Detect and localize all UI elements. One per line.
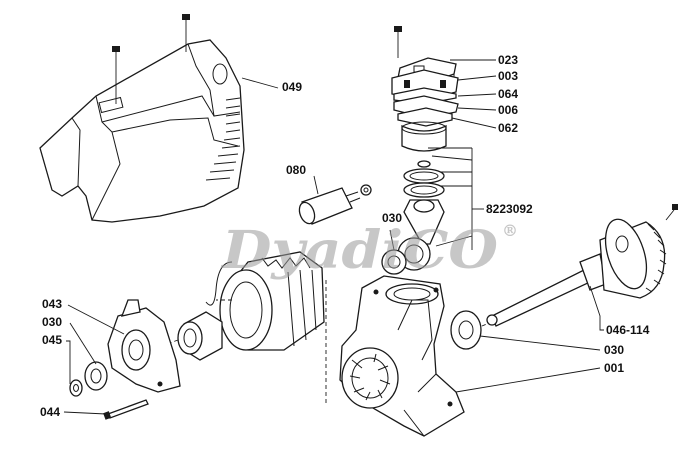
label-049: 049 [282, 80, 302, 94]
leader-001 [455, 367, 601, 393]
label-006: 006 [498, 103, 518, 117]
leader-045 [66, 340, 71, 384]
leader-062 [451, 117, 497, 129]
capacitor-080 [298, 187, 361, 225]
leader-046-114 [589, 285, 604, 331]
tie-bolt-044 [103, 399, 149, 420]
label-080: 080 [286, 163, 306, 177]
leader-030-left [69, 322, 97, 365]
end-bell-043 [107, 299, 181, 393]
leader-044 [63, 411, 107, 415]
motor-stator [205, 251, 325, 351]
label-043: 043 [42, 297, 62, 311]
svg-text:DyadiCO: DyadiCO [220, 220, 498, 281]
label-064: 064 [498, 87, 518, 101]
label-062: 062 [498, 121, 518, 135]
crankshaft-046-114 [486, 218, 667, 327]
piston-rings [403, 160, 445, 198]
head-bolt [394, 26, 402, 58]
cylinder-sleeve [401, 121, 447, 152]
brand-watermark: DyadiCO ® [220, 220, 518, 281]
gasket-062 [397, 107, 453, 127]
label-003: 003 [498, 69, 518, 83]
label-030-left: 030 [42, 315, 62, 329]
fan-screw [665, 204, 678, 221]
washer-045 [69, 379, 83, 397]
motor-rotor [139, 311, 223, 361]
cover-shroud [39, 39, 245, 223]
capacitor-nut [360, 184, 372, 196]
leader-030-right [479, 335, 601, 351]
label-044: 044 [40, 405, 60, 419]
rod-bearing-030 [381, 249, 407, 275]
label-030-rod: 030 [382, 211, 402, 225]
crankcase-fins [349, 353, 391, 401]
label-001: 001 [604, 361, 624, 375]
leader-030-rod [389, 229, 395, 251]
svg-text:®: ® [502, 221, 518, 240]
cover-screw-right [182, 14, 190, 52]
leader-006 [457, 107, 497, 111]
label-046-114: 046-114 [606, 323, 650, 337]
bearing-030-right [450, 310, 497, 350]
leader-080 [313, 175, 319, 195]
fan-teeth [645, 223, 667, 293]
label-023: 023 [498, 53, 518, 67]
bracket-8223092 [428, 147, 484, 250]
leader-064 [457, 93, 497, 97]
leader-043 [67, 304, 125, 335]
cover-screw-left [112, 46, 120, 104]
leader-003 [457, 75, 497, 81]
label-030-right: 030 [604, 343, 624, 357]
cover-vent-slots [205, 97, 241, 181]
leader-049 [241, 77, 279, 89]
crankcase-001 [339, 275, 465, 437]
label-8223092: 8223092 [486, 202, 533, 216]
label-045: 045 [42, 333, 62, 347]
bearing-030-left [84, 361, 108, 391]
